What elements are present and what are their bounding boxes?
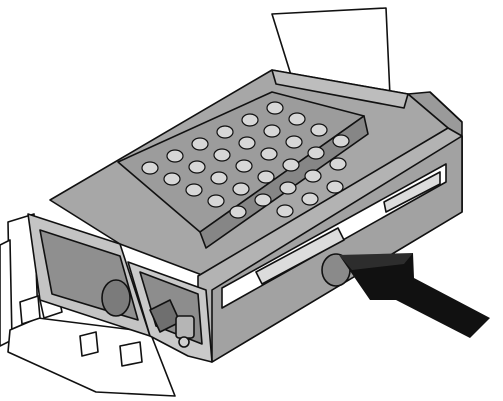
vent-hole-icon [279,181,297,195]
vent-hole-icon [207,194,225,208]
vent-hole-icon [141,161,159,175]
vent-hole-icon [332,134,350,148]
vent-hole-icon [285,135,303,149]
push-arrow-icon [339,253,490,338]
vent-hole-icon [216,125,234,139]
vent-hole-icon [235,159,253,173]
vent-hole-icon [232,182,250,196]
tray-front-bezel [197,127,463,363]
vent-hole-icon [301,192,319,206]
vent-hole-icon [307,146,325,160]
vent-hole-icon [238,136,256,150]
vent-hole-icon [266,101,284,115]
vent-hole-icon [241,113,259,127]
vent-hole-icon [304,169,322,183]
vent-hole-icon [329,157,347,171]
vent-hole-icon [213,148,231,162]
vent-hole-icon [163,172,181,186]
vent-hole-icon [260,147,278,161]
vent-hole-icon [288,112,306,126]
vent-hole-icon [254,193,272,207]
vent-hole-icon [229,205,247,219]
vent-hole-icon [282,158,300,172]
vent-hole-icon [191,137,209,151]
vent-hole-icon [210,171,228,185]
vent-hole-icon [276,204,294,218]
vent-hole-grid [141,101,350,219]
vent-hole-icon [257,170,275,184]
vent-hole-icon [326,180,344,194]
release-latch-icon [101,261,213,363]
vent-hole-icon [188,160,206,174]
vent-hole-icon [185,183,203,197]
vent-hole-icon [310,123,328,137]
vent-hole-icon [166,149,184,163]
vent-hole-icon [263,124,281,138]
